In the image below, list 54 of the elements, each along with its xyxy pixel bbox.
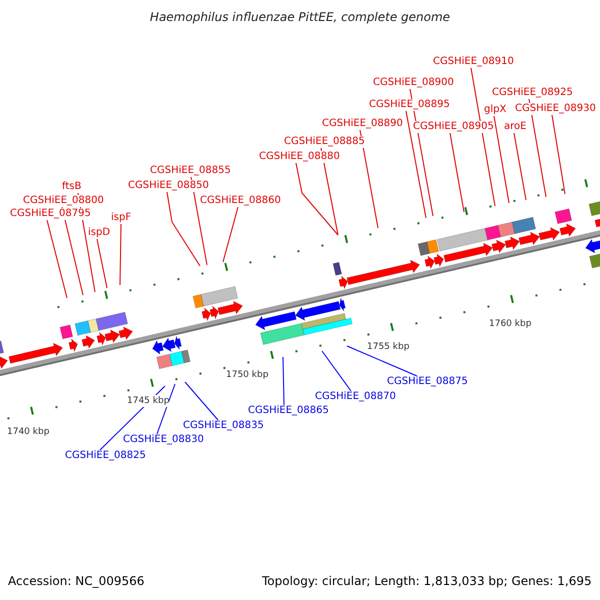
leader-line — [346, 346, 418, 376]
leader-line — [166, 192, 200, 266]
gene-label: CGSHiEE_08825 — [65, 450, 146, 462]
gene-label: CGSHiEE_08875 — [387, 376, 468, 388]
scale-label: 1740 kbp — [7, 426, 50, 438]
gene-label: ispD — [88, 227, 110, 239]
gene-label: CGSHiEE_08885 — [284, 136, 365, 148]
leader-line — [552, 114, 566, 194]
leader-line — [360, 130, 378, 228]
gene-label: CGSHiEE_08855 — [150, 165, 231, 177]
leader-line — [494, 116, 510, 204]
gene-label: ftsB — [62, 181, 82, 193]
gene-label: CGSHiEE_08860 — [200, 195, 281, 207]
gene-label: CGSHiEE_08870 — [315, 391, 396, 403]
scale-label: 1750 kbp — [226, 369, 268, 381]
gene-label: CGSHiEE_08795 — [10, 208, 91, 220]
scale-label: 1760 kbp — [489, 318, 532, 330]
gene-label: CGSHiEE_08905 — [413, 121, 494, 133]
gene-label: ispF — [111, 212, 132, 224]
leader-line — [96, 238, 108, 288]
leader-line — [528, 98, 546, 198]
gene-label: CGSHiEE_08910 — [433, 56, 514, 68]
leader-line — [322, 350, 352, 392]
leader-line — [296, 162, 338, 236]
gene-label: CGSHiEE_08865 — [248, 405, 329, 417]
gene-label: CGSHiEE_08930 — [515, 103, 596, 115]
leader-line — [282, 356, 284, 406]
leader-line — [222, 206, 238, 262]
gene-label: CGSHiEE_08800 — [23, 195, 104, 207]
gene-label: CGSHiEE_08925 — [492, 87, 573, 99]
gene-label: CGSHiEE_08890 — [322, 118, 403, 130]
leader-line — [320, 148, 338, 236]
scale-label: 1745 kbp — [127, 395, 170, 407]
leader-line — [184, 382, 218, 420]
accession-text: Accession: NC_009566 — [8, 574, 144, 589]
leader-line — [46, 220, 68, 298]
gene-label: CGSHiEE_08850 — [128, 180, 209, 192]
gene-label: glpX — [484, 104, 506, 116]
gene-label: aroE — [504, 121, 526, 133]
gene-label: CGSHiEE_08895 — [369, 99, 450, 111]
gene-label: CGSHiEE_08835 — [183, 420, 264, 432]
leader-line — [406, 110, 426, 218]
leader-line — [156, 384, 176, 434]
leader-line — [190, 176, 208, 266]
scale-label: 1755 kbp — [367, 341, 410, 353]
gene-label: CGSHiEE_08830 — [123, 434, 204, 446]
gene-label: CGSHiEE_08900 — [373, 77, 454, 89]
leader-line — [62, 206, 84, 296]
leader-line — [450, 132, 464, 212]
genome-stats-text: Topology: circular; Length: 1,813,033 bp; Genes: 1,695 — [262, 574, 592, 589]
leader-line — [470, 68, 496, 206]
gene-label: CGSHiEE_08880 — [259, 151, 340, 163]
leader-line — [514, 132, 526, 200]
leader-line — [120, 224, 122, 286]
